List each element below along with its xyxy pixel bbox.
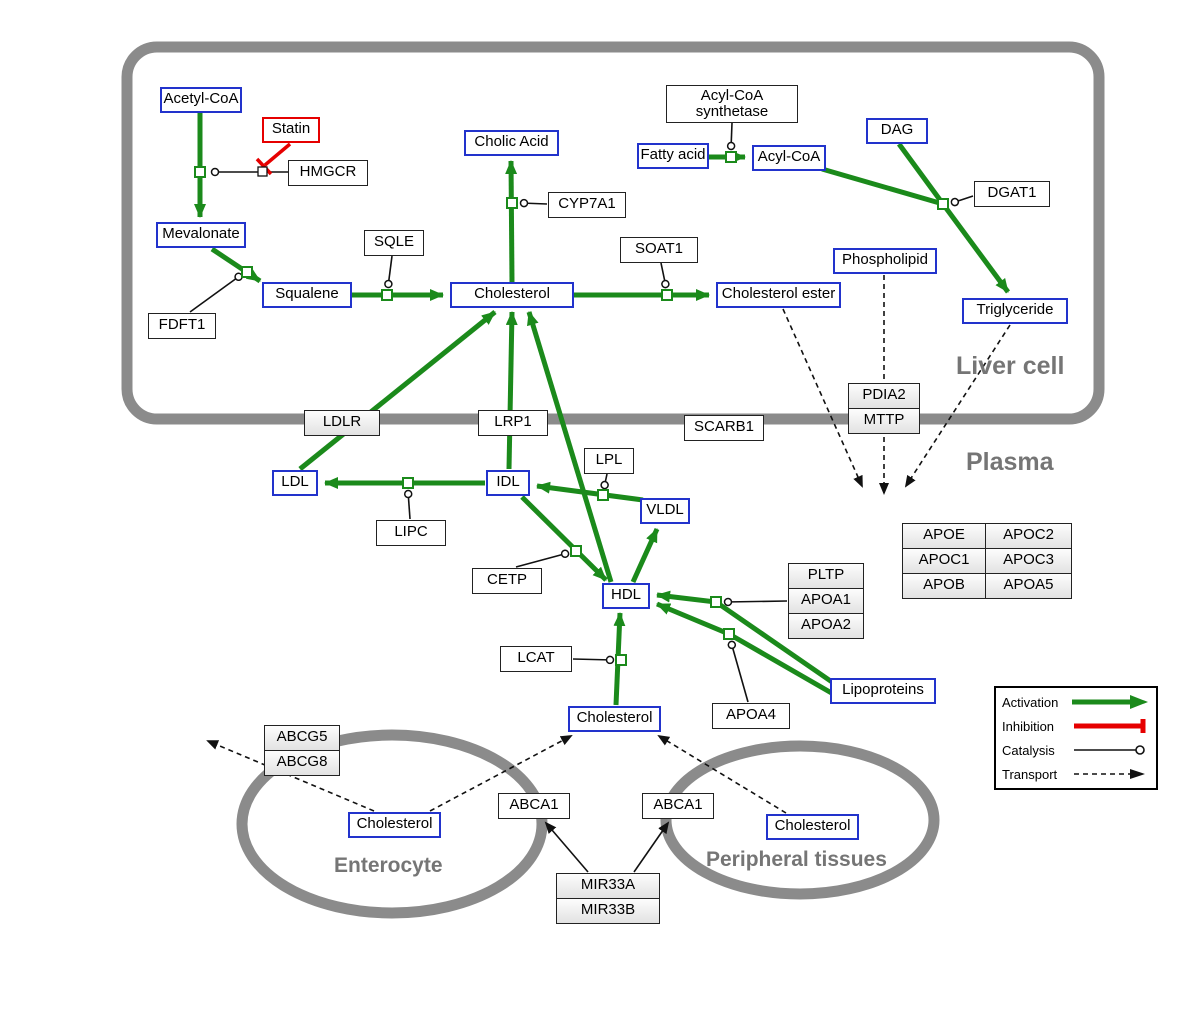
enzyme-acyl-coa-synthetase-line2: synthetase xyxy=(695,103,769,120)
enterocyte-membrane xyxy=(236,729,548,919)
node-statin[interactable]: Statin xyxy=(262,117,320,143)
liver-cell-membrane xyxy=(121,41,1105,425)
node-fatty-acid[interactable]: Fatty acid xyxy=(637,143,709,169)
transporter-abca1-enterocyte[interactable]: ABCA1 xyxy=(498,793,570,819)
enzyme-apoc1[interactable]: APOC1 xyxy=(902,548,986,574)
receptor-scarb1[interactable]: SCARB1 xyxy=(684,415,764,441)
legend: Activation Inhibition Catalysis Transpor… xyxy=(994,686,1158,790)
enzyme-pltp[interactable]: PLTP xyxy=(788,563,864,589)
inhibition-bar-symbol xyxy=(1074,719,1146,733)
enzyme-lpl[interactable]: LPL xyxy=(584,448,634,474)
node-cholesterol-peripheral[interactable]: Cholesterol xyxy=(766,814,859,840)
catalysis-circle-symbol xyxy=(1074,745,1145,755)
legend-activation-label: Activation xyxy=(1002,694,1059,710)
gene-mir33a[interactable]: MIR33A xyxy=(556,873,660,899)
legend-row-inhibition: Inhibition xyxy=(1002,714,1150,738)
node-idl[interactable]: IDL xyxy=(486,470,530,496)
node-cholesterol-liver[interactable]: Cholesterol xyxy=(450,282,574,308)
node-cholesterol-plasma[interactable]: Cholesterol xyxy=(568,706,661,732)
gene-mir33b[interactable]: MIR33B xyxy=(556,898,660,924)
liver-cell-label: Liver cell xyxy=(956,352,1065,380)
enzyme-soat1[interactable]: SOAT1 xyxy=(620,237,698,263)
legend-row-transport: Transport xyxy=(1002,762,1150,786)
transporter-abca1-peripheral[interactable]: ABCA1 xyxy=(642,793,714,819)
inhibition-edge-statin-hmgcr xyxy=(255,142,292,177)
node-ldl[interactable]: LDL xyxy=(272,470,318,496)
enzyme-apoa1[interactable]: APOA1 xyxy=(788,588,864,614)
enzyme-apoa4[interactable]: APOA4 xyxy=(712,703,790,729)
receptor-ldlr[interactable]: LDLR xyxy=(304,410,380,436)
transporter-abcg8[interactable]: ABCG8 xyxy=(264,750,340,776)
enzyme-cyp7a1[interactable]: CYP7A1 xyxy=(548,192,626,218)
node-dag[interactable]: DAG xyxy=(866,118,928,144)
enzyme-mttp[interactable]: MTTP xyxy=(848,408,920,434)
reaction-nodes xyxy=(194,151,949,666)
membranes xyxy=(121,41,1105,919)
peripheral-tissues-label: Peripheral tissues xyxy=(706,848,887,871)
enzyme-dgat1[interactable]: DGAT1 xyxy=(974,181,1050,207)
enzyme-sqle[interactable]: SQLE xyxy=(364,230,424,256)
enterocyte-label: Enterocyte xyxy=(334,854,443,877)
transport-dashed-arrow-symbol xyxy=(1074,769,1145,779)
enzyme-lcat[interactable]: LCAT xyxy=(500,646,572,672)
node-acyl-coa[interactable]: Acyl-CoA xyxy=(752,145,826,171)
activation-arrow-symbol xyxy=(1072,695,1148,709)
transporter-abcg5[interactable]: ABCG5 xyxy=(264,725,340,751)
node-lipoproteins[interactable]: Lipoproteins xyxy=(830,678,936,704)
enzyme-cetp[interactable]: CETP xyxy=(472,568,542,594)
node-hdl[interactable]: HDL xyxy=(602,583,650,609)
legend-row-catalysis: Catalysis xyxy=(1002,738,1150,762)
legend-catalysis-label: Catalysis xyxy=(1002,742,1055,758)
legend-inhibition-label: Inhibition xyxy=(1002,718,1055,734)
node-mevalonate[interactable]: Mevalonate xyxy=(156,222,246,248)
node-acetyl-coa[interactable]: Acetyl-CoA xyxy=(160,87,242,113)
node-vldl[interactable]: VLDL xyxy=(640,498,690,524)
node-cholic-acid[interactable]: Cholic Acid xyxy=(464,130,559,156)
catalysis-edges xyxy=(189,122,974,703)
node-squalene[interactable]: Squalene xyxy=(262,282,352,308)
legend-row-activation: Activation xyxy=(1002,690,1150,714)
node-phospholipid[interactable]: Phospholipid xyxy=(833,248,937,274)
enzyme-apoc3[interactable]: APOC3 xyxy=(985,548,1072,574)
enzyme-apoa2[interactable]: APOA2 xyxy=(788,613,864,639)
peripheral-tissues-membrane xyxy=(660,740,940,900)
enzyme-lipc[interactable]: LIPC xyxy=(376,520,446,546)
regulation-edges xyxy=(544,821,670,873)
receptor-lrp1[interactable]: LRP1 xyxy=(478,410,548,436)
enzyme-fdft1[interactable]: FDFT1 xyxy=(148,313,216,339)
enzyme-apoe[interactable]: APOE xyxy=(902,523,986,549)
enzyme-hmgcr[interactable]: HMGCR xyxy=(288,160,368,186)
node-cholesterol-ester[interactable]: Cholesterol ester xyxy=(716,282,841,308)
enzyme-apob[interactable]: APOB xyxy=(902,573,986,599)
node-triglyceride[interactable]: Triglyceride xyxy=(962,298,1068,324)
legend-transport-label: Transport xyxy=(1002,766,1058,782)
node-cholesterol-enterocyte[interactable]: Cholesterol xyxy=(348,812,441,838)
enzyme-pdia2[interactable]: PDIA2 xyxy=(848,383,920,409)
enzyme-apoa5[interactable]: APOA5 xyxy=(985,573,1072,599)
enzyme-acyl-coa-synthetase-line1: Acyl-CoA xyxy=(700,87,764,104)
plasma-label: Plasma xyxy=(966,448,1054,476)
enzyme-apoc2[interactable]: APOC2 xyxy=(985,523,1072,549)
